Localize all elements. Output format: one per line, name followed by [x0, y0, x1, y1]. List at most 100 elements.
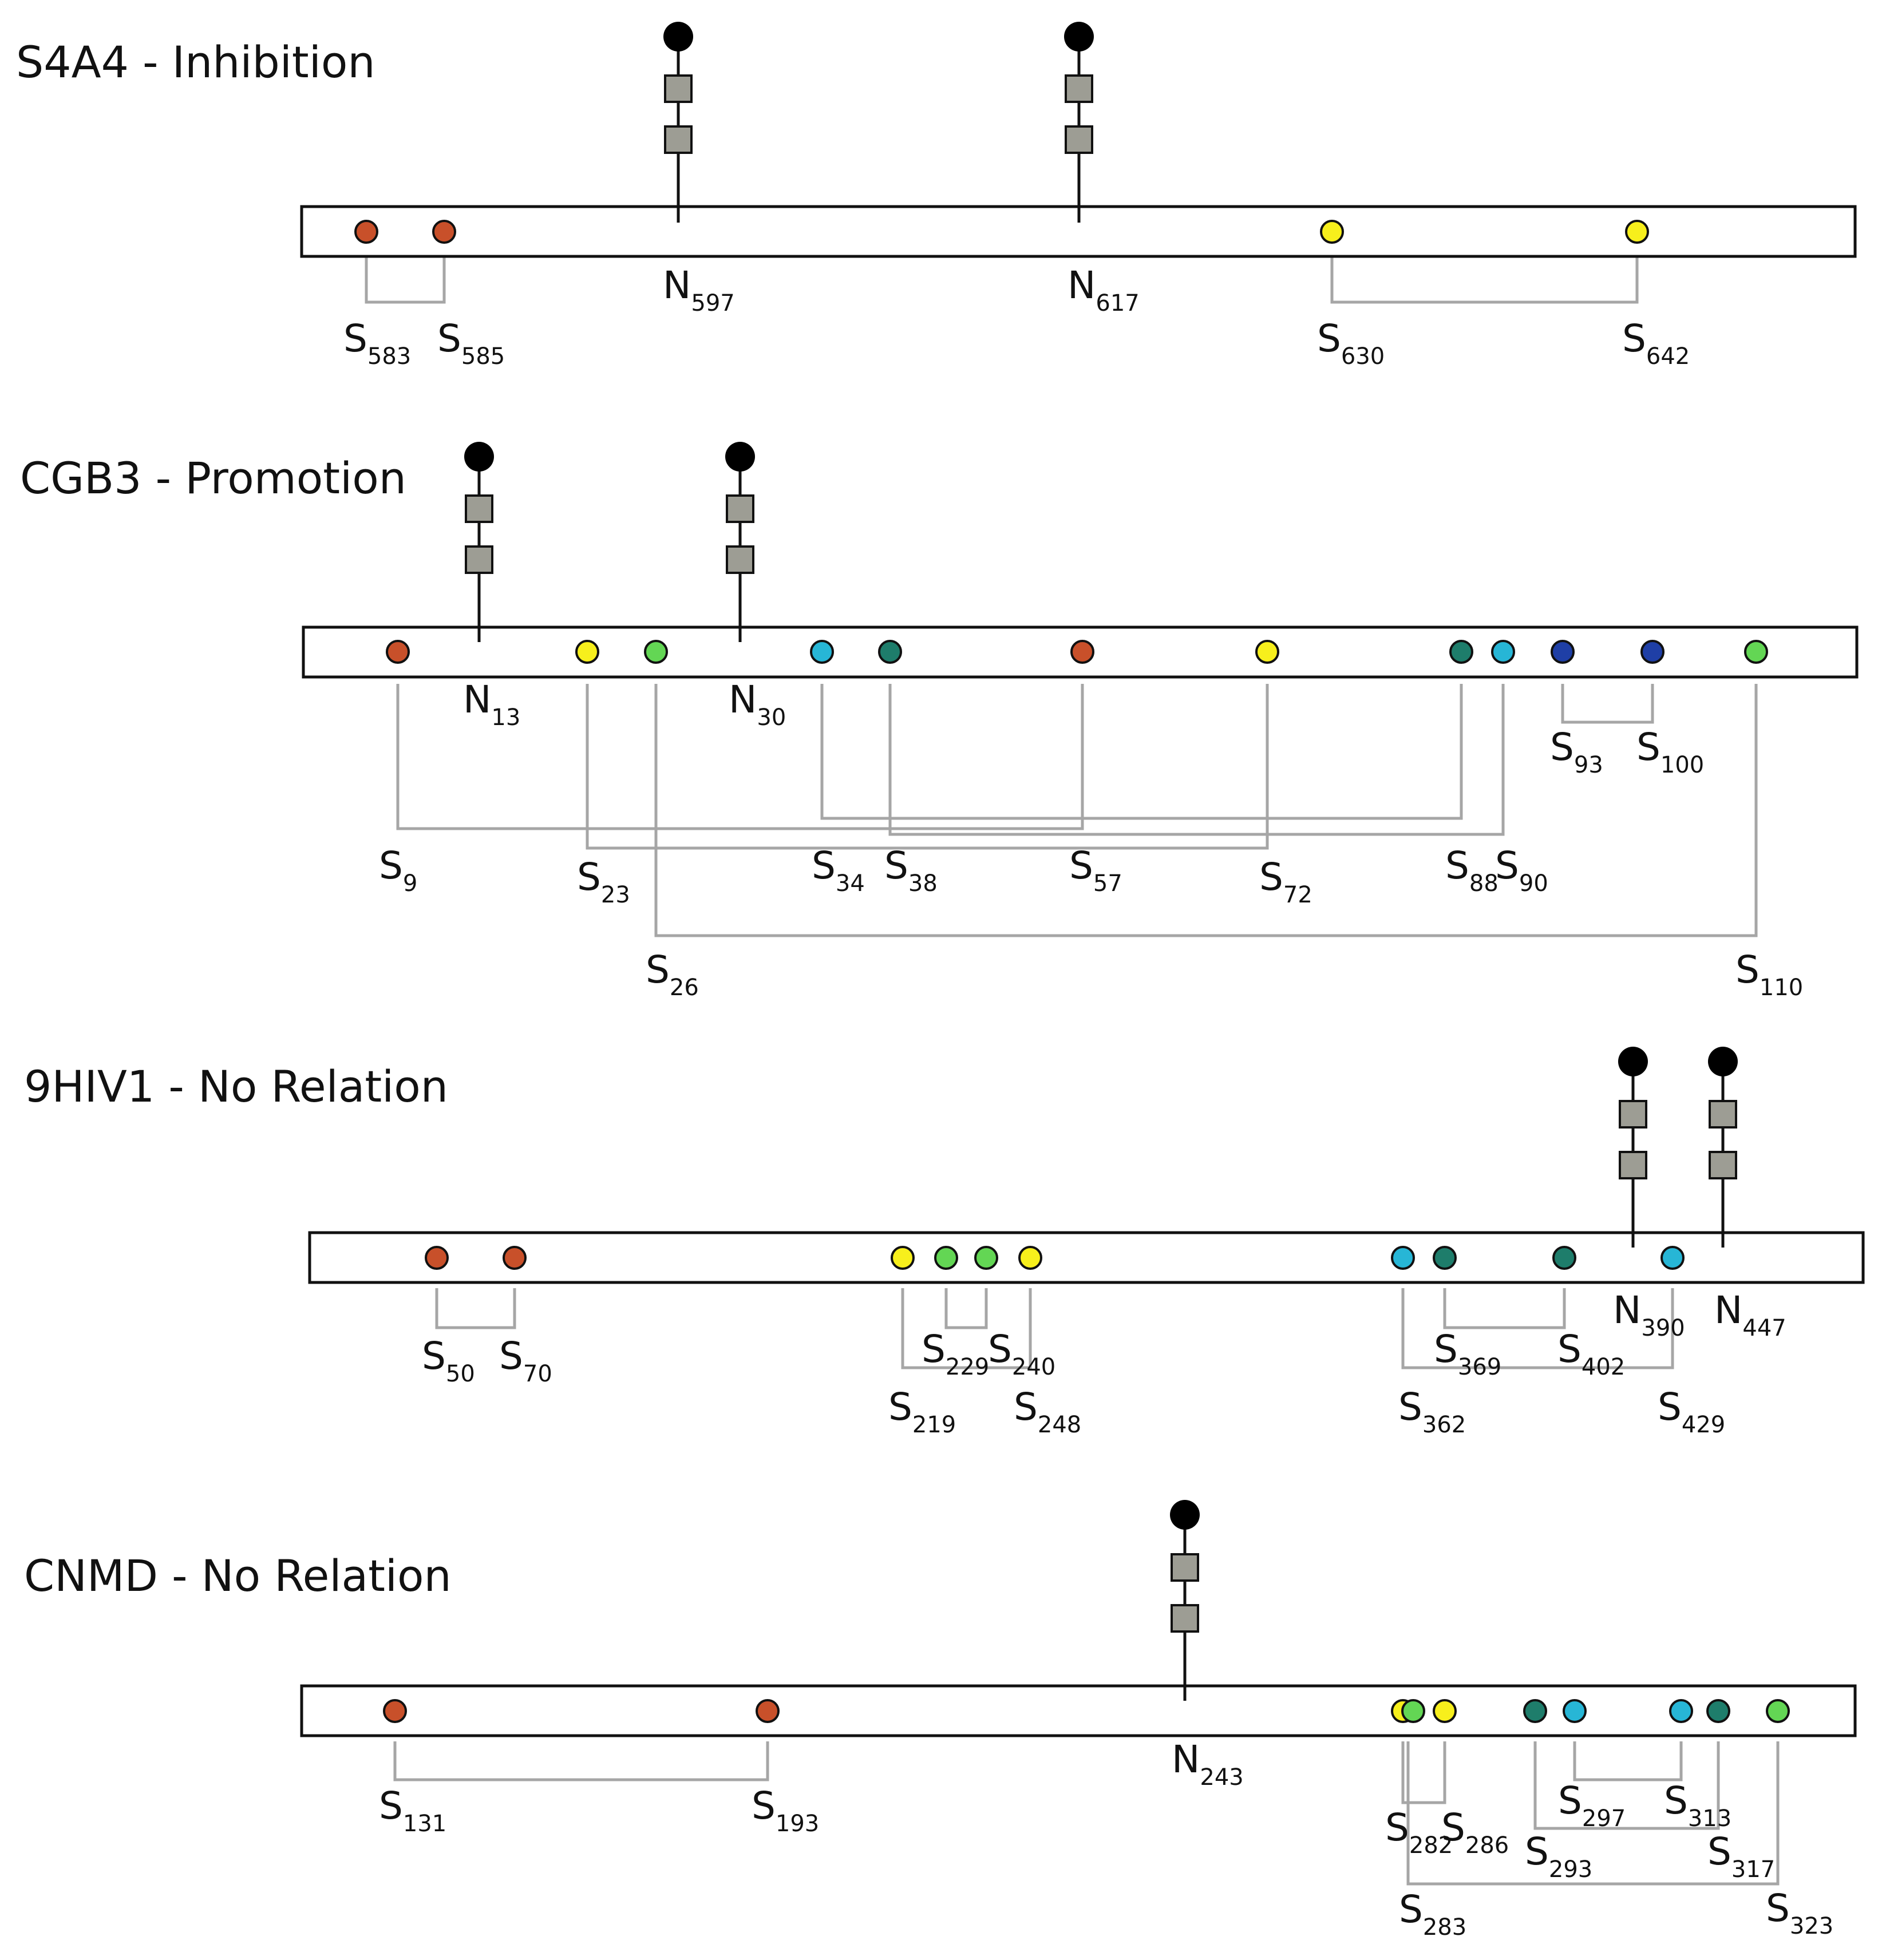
disulfide-bonds	[393, 1741, 1780, 1886]
cysteine-label: S34	[812, 844, 865, 897]
cysteine-label: S240	[988, 1327, 1055, 1380]
disulfide-bond	[944, 1288, 988, 1329]
cysteine-dot	[354, 220, 378, 244]
glycan-sugar-square	[1709, 1100, 1737, 1129]
glycan-site: N447	[1708, 1047, 1786, 1341]
cysteine-label: S630	[1317, 316, 1385, 370]
cysteine-dot	[974, 1246, 998, 1270]
disulfide-bond	[396, 684, 1084, 830]
cysteine-dot	[810, 640, 834, 664]
cysteine-dot	[575, 640, 599, 664]
cysteine-dot	[1669, 1699, 1693, 1723]
disulfide-bonds	[365, 236, 1639, 304]
cysteine-label: S9	[379, 844, 417, 897]
protein-panel-9hiv1: 9HIV1 - No Relation N390 N447	[24, 1047, 1865, 1438]
glycan-label: N617	[1068, 263, 1140, 316]
cysteine-label: S88	[1445, 844, 1499, 897]
cysteine-label: S70	[499, 1334, 552, 1387]
glycan-site: N30	[725, 442, 786, 731]
cysteine-label: S90	[1495, 844, 1548, 897]
glycan-cap-circle	[725, 442, 755, 472]
cysteine-dot	[1491, 640, 1515, 664]
cysteine-label: S57	[1069, 844, 1122, 897]
protein-title: 9HIV1 - No Relation	[24, 1061, 448, 1112]
cysteine-dot	[756, 1699, 780, 1723]
glycan-cap-circle	[464, 442, 494, 472]
cysteine-label: S293	[1525, 1830, 1592, 1883]
disulfide-bond	[1406, 1741, 1780, 1886]
cysteine-dot	[1706, 1699, 1730, 1723]
glycan-label: N447	[1714, 1288, 1786, 1341]
disulfide-bonds	[435, 1288, 1674, 1369]
disulfide-bond	[654, 684, 1758, 937]
cysteine-dot	[1433, 1699, 1457, 1723]
disulfide-bond	[1573, 1741, 1683, 1781]
disulfide-bond	[586, 684, 1269, 850]
cysteine-label: S131	[379, 1784, 446, 1837]
glycan-site: N597	[663, 22, 735, 316]
cysteine-dot	[425, 1246, 449, 1270]
cysteine-dot	[1070, 640, 1094, 664]
cysteine-label: S26	[646, 948, 699, 1001]
cysteine-residues	[386, 640, 1768, 664]
glycan-label: N243	[1172, 1737, 1244, 1791]
cysteine-dot	[1660, 1246, 1685, 1270]
cysteine-dot	[1625, 220, 1649, 244]
cysteine-label: S317	[1707, 1830, 1775, 1883]
cysteine-label: S642	[1622, 316, 1690, 370]
cysteine-dot	[386, 640, 410, 664]
protein-panel-s4a4: S4A4 - Inhibition N597 N617 S	[16, 22, 1857, 370]
cysteine-label: S583	[343, 316, 411, 370]
cysteine-label: S283	[1399, 1887, 1466, 1941]
glycan-sugar-square	[1709, 1151, 1737, 1179]
cysteine-label: S72	[1259, 855, 1312, 908]
disulfide-bond	[901, 1288, 1032, 1369]
glycan-site: N13	[463, 442, 520, 731]
disulfide-bond	[1401, 1288, 1674, 1369]
cysteine-dot	[1255, 640, 1279, 664]
glycan-sugar-square	[1619, 1151, 1647, 1179]
cysteine-dot	[1744, 640, 1768, 664]
glycan-site: N617	[1064, 22, 1140, 316]
cysteine-dot	[891, 1246, 915, 1270]
cysteine-label: S193	[752, 1784, 819, 1837]
glycan-sugar-square	[465, 494, 493, 523]
cysteine-label: S110	[1735, 948, 1803, 1001]
cysteine-label: S286	[1441, 1805, 1509, 1859]
cysteine-label: S100	[1636, 725, 1704, 778]
cysteine-dot	[503, 1246, 527, 1270]
glycan-site: N243	[1170, 1500, 1244, 1791]
protein-chain-bar	[308, 1231, 1865, 1284]
cysteine-label: S50	[422, 1334, 475, 1387]
cysteine-residues	[425, 1246, 1685, 1270]
glycan-label: N597	[663, 263, 735, 316]
cysteine-dot	[934, 1246, 958, 1270]
cysteine-dot	[432, 220, 456, 244]
cysteine-label: S219	[888, 1385, 956, 1438]
glycan-sugar-square	[1171, 1604, 1199, 1633]
cysteine-labels: S583 S585 S630 S642	[343, 316, 1690, 370]
cysteine-label: S23	[577, 855, 630, 908]
disulfide-bond	[435, 1288, 516, 1329]
glycan-sugar-square	[726, 545, 754, 574]
protein-title: S4A4 - Inhibition	[16, 37, 375, 88]
cysteine-dot	[1640, 640, 1664, 664]
cysteine-residues	[383, 1699, 1790, 1723]
cysteine-label: S369	[1434, 1327, 1501, 1380]
glycan-sugar-square	[664, 125, 693, 154]
cysteine-dot	[1391, 1246, 1415, 1270]
cysteine-label: S38	[884, 844, 938, 897]
glycan-sugar-square	[465, 545, 493, 574]
cysteine-dot	[1018, 1246, 1042, 1270]
disulfide-bond	[1443, 1288, 1566, 1329]
glycan-sugar-square	[664, 74, 693, 103]
glycan-cap-circle	[663, 22, 693, 52]
disulfide-bonds	[396, 684, 1758, 937]
disulfide-bond	[1533, 1741, 1720, 1830]
protein-panel-cnmd: CNMD - No Relation N243	[24, 1500, 1857, 1941]
cysteine-label: S313	[1664, 1779, 1731, 1832]
disulfide-bond	[820, 684, 1463, 820]
cysteine-dot	[878, 640, 902, 664]
protein-chain-bar	[302, 625, 1859, 679]
protein-panel-cgb3: CGB3 - Promotion N13 N30	[20, 442, 1859, 1001]
